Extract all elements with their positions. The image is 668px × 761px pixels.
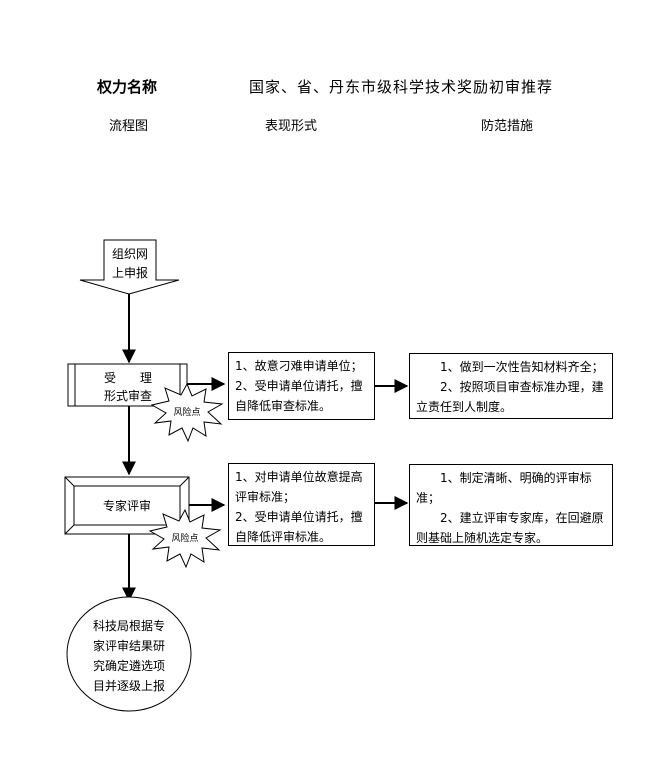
column-header-form: 表现形式 bbox=[265, 119, 318, 134]
form-box-step1: 1、故意刁难申请单位； 2、受申请单位请托，擅自降低审查标准。 bbox=[228, 352, 375, 420]
form-step1-item2: 2、受申请单位请托，擅自降低审查标准。 bbox=[235, 379, 363, 413]
end-label-line2: 家评审结果研 bbox=[93, 638, 165, 653]
end-label-line1: 科技局根据专 bbox=[93, 618, 165, 633]
measure-step1-item2: 2、按照项目审查标准办理，建立责任到人制度。 bbox=[416, 380, 604, 414]
end-circle bbox=[66, 596, 192, 712]
start-label-line2: 上申报 bbox=[112, 265, 148, 280]
column-header-prevention: 防范措施 bbox=[481, 119, 534, 134]
form-step2-item1: 1、对申请单位故意提高评审标准； bbox=[235, 470, 363, 504]
form-step1-item1: 1、故意刁难申请单位； bbox=[235, 359, 363, 373]
risk-point-star-2 bbox=[148, 508, 222, 569]
start-arrow-shape bbox=[79, 239, 180, 295]
step1-label-line2: 形式审查 bbox=[104, 388, 152, 403]
form-box-step2: 1、对申请单位故意提高评审标准； 2、受申请单位请托，擅自降低评审标准。 bbox=[228, 463, 375, 546]
measure-step2-item1: 1、制定清晰、明确的评审标准； bbox=[416, 471, 592, 505]
start-label-line1: 组织网 bbox=[112, 247, 148, 261]
risk-point-star-1 bbox=[150, 382, 224, 443]
step1-box bbox=[67, 363, 188, 407]
measure-box-step2: 1、制定清晰、明确的评审标准； 2、建立评审专家库，在回避原则基础上随机选定专家… bbox=[409, 464, 613, 546]
risk-label-2: 风险点 bbox=[171, 532, 198, 544]
step2-label: 专家评审 bbox=[103, 498, 151, 513]
form-step2-item2: 2、受申请单位请托，擅自降低评审标准。 bbox=[235, 510, 363, 544]
measure-step2-item2: 2、建立评审专家库，在回避原则基础上随机选定专家。 bbox=[416, 511, 604, 545]
power-name-label: 权力名称 bbox=[97, 78, 158, 96]
measure-box-step1: 1、做到一次性告知材料齐全； 2、按照项目审查标准办理，建立责任到人制度。 bbox=[409, 353, 613, 419]
step1-label-line1: 受 理 bbox=[104, 371, 152, 385]
power-name: 国家、省、丹东市级科学技术奖励初审推荐 bbox=[249, 78, 554, 96]
risk-label-1: 风险点 bbox=[173, 406, 200, 418]
measure-step1-item1: 1、做到一次性告知材料齐全； bbox=[440, 360, 604, 374]
end-label-line4: 目并逐级上报 bbox=[93, 678, 165, 693]
end-label-line3: 究确定遴选项 bbox=[93, 658, 165, 673]
column-header-flow: 流程图 bbox=[109, 119, 149, 134]
